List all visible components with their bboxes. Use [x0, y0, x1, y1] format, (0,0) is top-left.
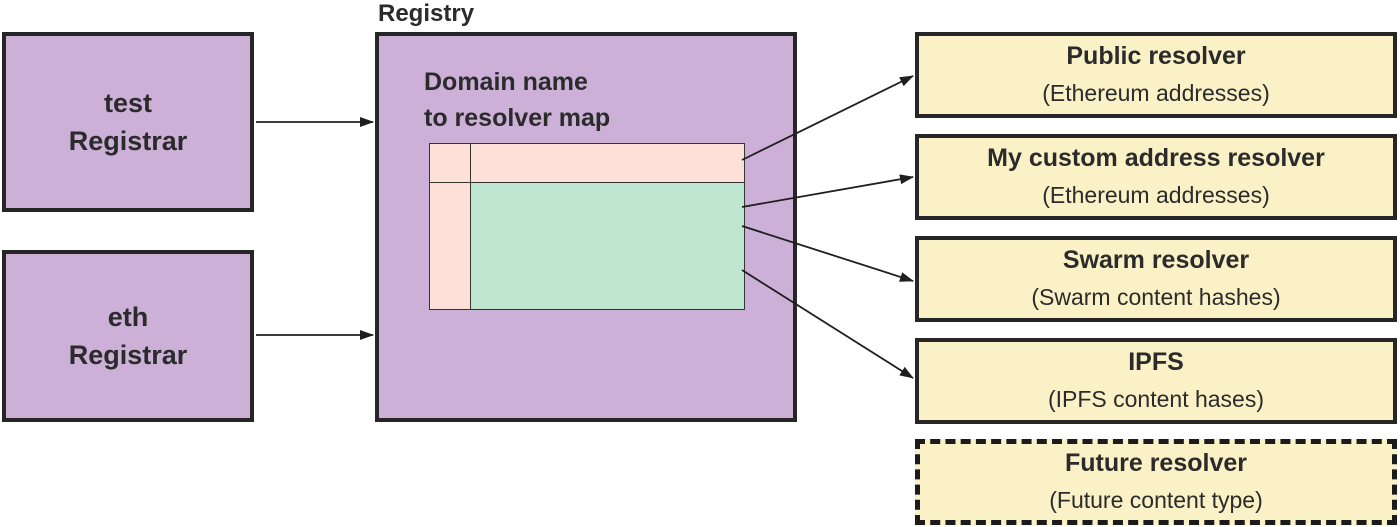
- public-resolver-title: Public resolver: [1066, 42, 1246, 70]
- test-registrar-box: test Registrar: [2, 32, 254, 212]
- swarm-resolver-box: Swarm resolver (Swarm content hashes): [915, 236, 1397, 322]
- map-label-line1: Domain name: [424, 68, 588, 96]
- eth-registrar-line1: eth: [107, 302, 149, 332]
- swarm-resolver-title: Swarm resolver: [1062, 246, 1250, 274]
- arrow-map-to-custom-resolver: [741, 174, 914, 208]
- swarm-resolver-subtitle: (Swarm content hashes): [1031, 284, 1281, 310]
- future-resolver-subtitle: (Future content type): [1049, 487, 1263, 513]
- map-header-value-cell: [470, 143, 745, 184]
- custom-address-resolver-box: My custom address resolver (Ethereum add…: [915, 134, 1397, 220]
- ipfs-resolver-subtitle: (IPFS content hases): [1047, 386, 1265, 412]
- registry-box: Domain name to resolver map: [375, 32, 797, 422]
- ipfs-resolver-title: IPFS: [1128, 348, 1184, 376]
- test-registrar-line2: Registrar: [68, 126, 188, 156]
- map-label-line2: to resolver map: [424, 104, 611, 132]
- registry-label: Registry: [378, 0, 475, 27]
- future-resolver-box: Future resolver (Future content type): [915, 439, 1397, 525]
- map-body-key-cell: [429, 182, 472, 310]
- public-resolver-box: Public resolver (Ethereum addresses): [915, 32, 1397, 118]
- arrow-map-to-swarm-resolver: [741, 225, 914, 282]
- custom-address-resolver-title: My custom address resolver: [987, 144, 1325, 172]
- eth-registrar-box: eth Registrar: [2, 250, 254, 422]
- map-label: Domain name to resolver map: [424, 64, 610, 136]
- public-resolver-subtitle: (Ethereum addresses): [1042, 80, 1270, 106]
- arrow-map-to-public-resolver: [741, 75, 914, 161]
- ipfs-resolver-box: IPFS (IPFS content hases): [915, 338, 1397, 424]
- map-body-value-cell: [470, 182, 745, 310]
- test-registrar-line1: test: [103, 88, 152, 118]
- custom-address-resolver-subtitle: (Ethereum addresses): [1042, 182, 1270, 208]
- future-resolver-title: Future resolver: [1064, 449, 1247, 477]
- eth-registrar-line2: Registrar: [68, 340, 188, 370]
- arrow-map-to-ipfs-resolver: [741, 269, 914, 379]
